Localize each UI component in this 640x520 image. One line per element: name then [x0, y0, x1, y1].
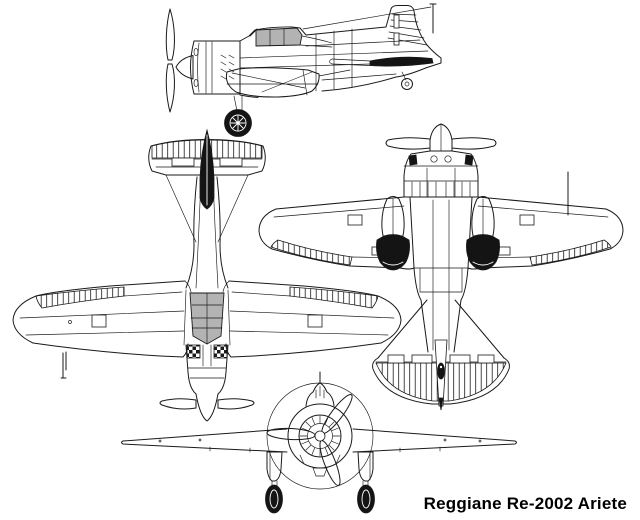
front-canopy: [305, 371, 335, 407]
bottom-tail: [372, 299, 510, 411]
front-propeller-blades: [266, 394, 353, 486]
antenna-mast: [302, 3, 437, 34]
front-engine: [287, 403, 353, 469]
side-wing-fairing: [225, 67, 351, 98]
bottom-propeller: [385, 123, 497, 152]
top-right-wing: [222, 280, 402, 358]
front-landing-gear: [265, 451, 375, 514]
caption: Reggiane Re-2002 Ariete: [423, 494, 627, 513]
front-wings: [121, 428, 517, 453]
bottom-landing-gear: [376, 196, 500, 271]
exhaust-louvres: [220, 54, 235, 80]
side-view: [165, 3, 442, 137]
side-propeller: [165, 8, 194, 113]
tail-wheel: [401, 71, 413, 90]
bottom-cowling: [403, 150, 479, 198]
side-stabilizer: [369, 56, 434, 67]
front-view: [121, 371, 517, 514]
side-canopy: [249, 27, 333, 48]
top-view: [12, 128, 402, 422]
fin-detail: [387, 13, 428, 46]
top-left-wing: [12, 280, 192, 379]
main-wheel: [224, 95, 252, 137]
top-canopy: [183, 289, 231, 346]
bottom-view: [258, 123, 624, 411]
pitot-tube: [60, 351, 67, 379]
top-nose: [159, 344, 255, 422]
